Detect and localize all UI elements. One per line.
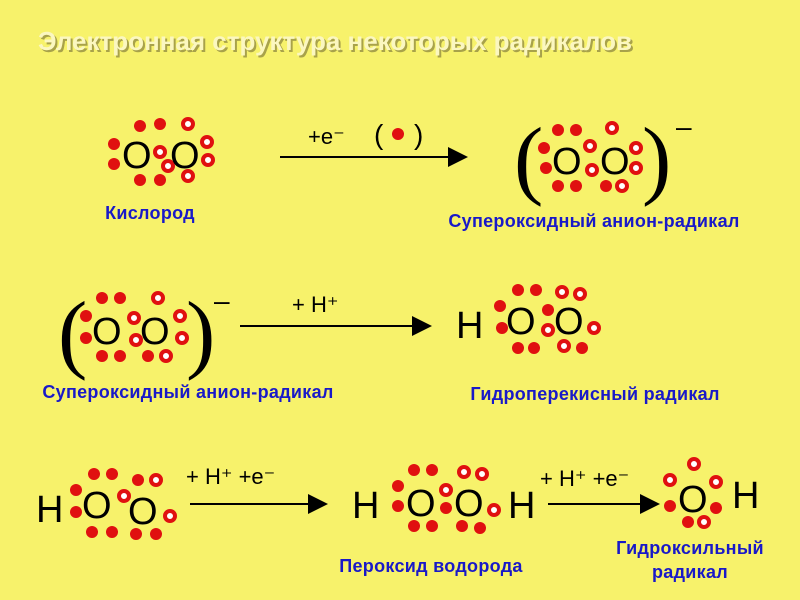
superoxide-anion-2: ( O O ) – <box>58 285 230 382</box>
atom-o: O <box>506 301 536 343</box>
atom-o: O <box>128 491 158 533</box>
atom-o: O <box>122 135 152 177</box>
reaction-2: + H⁺ <box>240 292 432 336</box>
atom-o: O <box>140 311 170 353</box>
atom-o: O <box>678 479 708 521</box>
bracket-open: ( <box>514 111 543 208</box>
label-hydroxyl: Гидроксильный радикал <box>616 538 764 582</box>
atom-o: O <box>552 141 582 183</box>
reaction-3: + H⁺ +e⁻ <box>186 464 328 514</box>
atom-h: H <box>508 485 535 527</box>
atom-o: O <box>406 483 436 525</box>
hydroperoxyl-radical-2: H O O <box>36 468 177 540</box>
atom-o: O <box>92 311 122 353</box>
electron-dots-peroxide <box>392 464 501 534</box>
atom-o: O <box>600 141 630 183</box>
electron-dots-hydroperoxyl-2 <box>70 468 177 540</box>
label-oxygen: Кислород <box>105 203 195 223</box>
atom-h: H <box>352 485 379 527</box>
atom-h: H <box>36 489 63 531</box>
label-hydrogen-peroxide: Пероксид водорода <box>339 556 523 576</box>
slide-title: Электронная структура некоторых радикало… <box>38 26 632 56</box>
reagent-proton-electron: + H⁺ +e⁻ <box>540 466 629 491</box>
hydroxyl-radical: O H <box>663 457 759 529</box>
atom-o: O <box>170 135 200 177</box>
superoxide-anion-1: ( O O ) – <box>514 111 692 208</box>
negative-charge: – <box>676 111 692 142</box>
atom-h: H <box>732 475 759 517</box>
atom-o: O <box>82 485 112 527</box>
reagent-proton-electron: + H⁺ +e⁻ <box>186 464 275 489</box>
electron-dot <box>392 128 404 140</box>
electron-dots-superoxide-2 <box>80 291 189 363</box>
paren-close: ) <box>414 119 423 150</box>
electron-dots-oxygen <box>108 117 215 186</box>
reagent-electron: +e⁻ <box>308 124 345 149</box>
reaction-1: +e⁻ ( ) <box>280 119 468 167</box>
negative-charge: – <box>214 285 230 316</box>
label-hydroperoxyl: Гидроперекисный радикал <box>470 384 720 404</box>
label-superoxide-2: Супероксидный анион-радикал <box>42 382 334 402</box>
reagent-proton: + H⁺ <box>292 292 338 317</box>
electron-dots-superoxide <box>538 121 643 193</box>
atom-o: O <box>554 301 584 343</box>
oxygen-molecule: O O <box>108 117 215 186</box>
reaction-4: + H⁺ +e⁻ <box>540 466 660 514</box>
paren-open: ( <box>374 119 384 150</box>
electron-dots-hydroxyl <box>663 457 723 529</box>
bracket-close: ) <box>186 285 215 382</box>
bracket-close: ) <box>642 111 671 208</box>
hydroperoxyl-radical: H O O <box>456 284 601 354</box>
electron-dots-hydroperoxyl <box>494 284 601 354</box>
atom-o: O <box>454 483 484 525</box>
label-superoxide-1: Супероксидный анион-радикал <box>448 211 740 231</box>
atom-h: H <box>456 305 483 347</box>
hydrogen-peroxide: H O O H <box>352 464 535 534</box>
